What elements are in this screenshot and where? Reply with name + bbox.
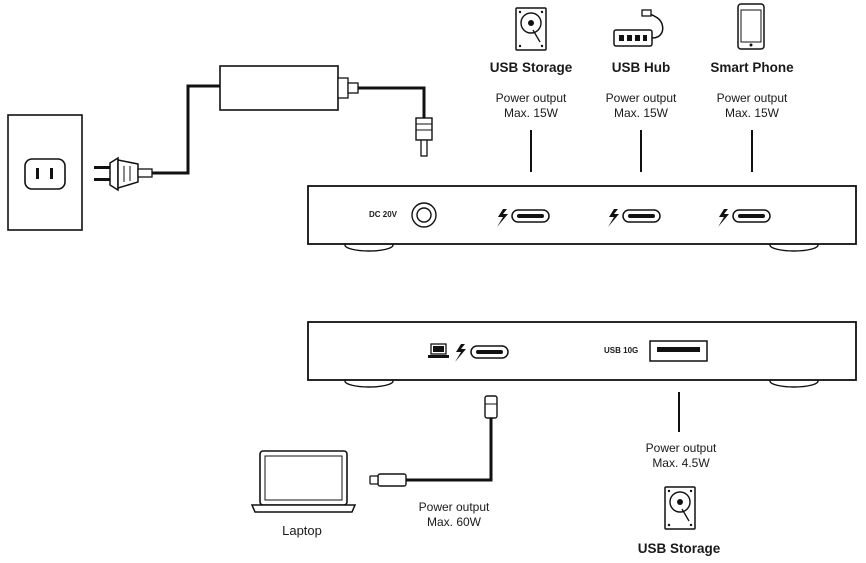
- usb-a-port[interactable]: [649, 340, 708, 362]
- laptop-cable-plug: [369, 473, 407, 487]
- device-name: USB Storage: [489, 60, 573, 75]
- power-output-value: Max. 4.5W: [652, 456, 710, 470]
- laptop-label: Laptop: [282, 523, 322, 538]
- power-output: Power output Max. 15W: [581, 91, 701, 121]
- dc-jack[interactable]: [411, 202, 437, 228]
- storage-label: USB Storage: [637, 541, 721, 556]
- dc-plug-icon: [415, 117, 433, 157]
- power-output-value: Max. 15W: [724, 106, 779, 120]
- power-output-label: Power output: [605, 91, 677, 105]
- usb-hub-icon: [613, 9, 664, 47]
- laptop-small-icon: [428, 343, 449, 358]
- hard-drive-icon: [664, 486, 696, 530]
- dc-input-label: DC 20V: [369, 210, 398, 219]
- power-output-label: Power output: [716, 91, 788, 105]
- smartphone-icon: [737, 3, 765, 50]
- front-panel: [307, 321, 857, 388]
- storage-power-output: Power output Max. 4.5W: [621, 441, 741, 471]
- laptop-icon: [250, 450, 357, 513]
- device-name: Smart Phone: [710, 60, 794, 75]
- power-output-value: Max. 15W: [613, 106, 668, 120]
- power-output-label: Power output: [645, 441, 717, 455]
- hard-drive-icon: [515, 7, 547, 51]
- power-adapter-icon: [219, 65, 359, 111]
- device-name: USB Hub: [611, 60, 671, 75]
- power-output-label: Power output: [495, 91, 567, 105]
- laptop-power-output: Power output Max. 60W: [394, 500, 514, 530]
- thunderbolt-port-host[interactable]: [455, 344, 509, 362]
- power-output: Power output Max. 15W: [692, 91, 812, 121]
- usb-port-label: USB 10G: [604, 346, 639, 355]
- thunderbolt-port-2[interactable]: [608, 209, 661, 227]
- power-output-value: Max. 60W: [426, 515, 481, 529]
- power-output: Power output Max. 15W: [471, 91, 591, 121]
- thunderbolt-port-1[interactable]: [497, 209, 550, 227]
- thunderbolt-port-3[interactable]: [718, 209, 771, 227]
- rear-panel: [307, 185, 857, 252]
- power-output-label: Power output: [418, 500, 490, 514]
- usb-c-plug-icon: [484, 395, 498, 419]
- wall-plug-icon: [94, 156, 153, 192]
- wall-outlet-icon: [7, 114, 83, 231]
- power-output-value: Max. 15W: [503, 106, 558, 120]
